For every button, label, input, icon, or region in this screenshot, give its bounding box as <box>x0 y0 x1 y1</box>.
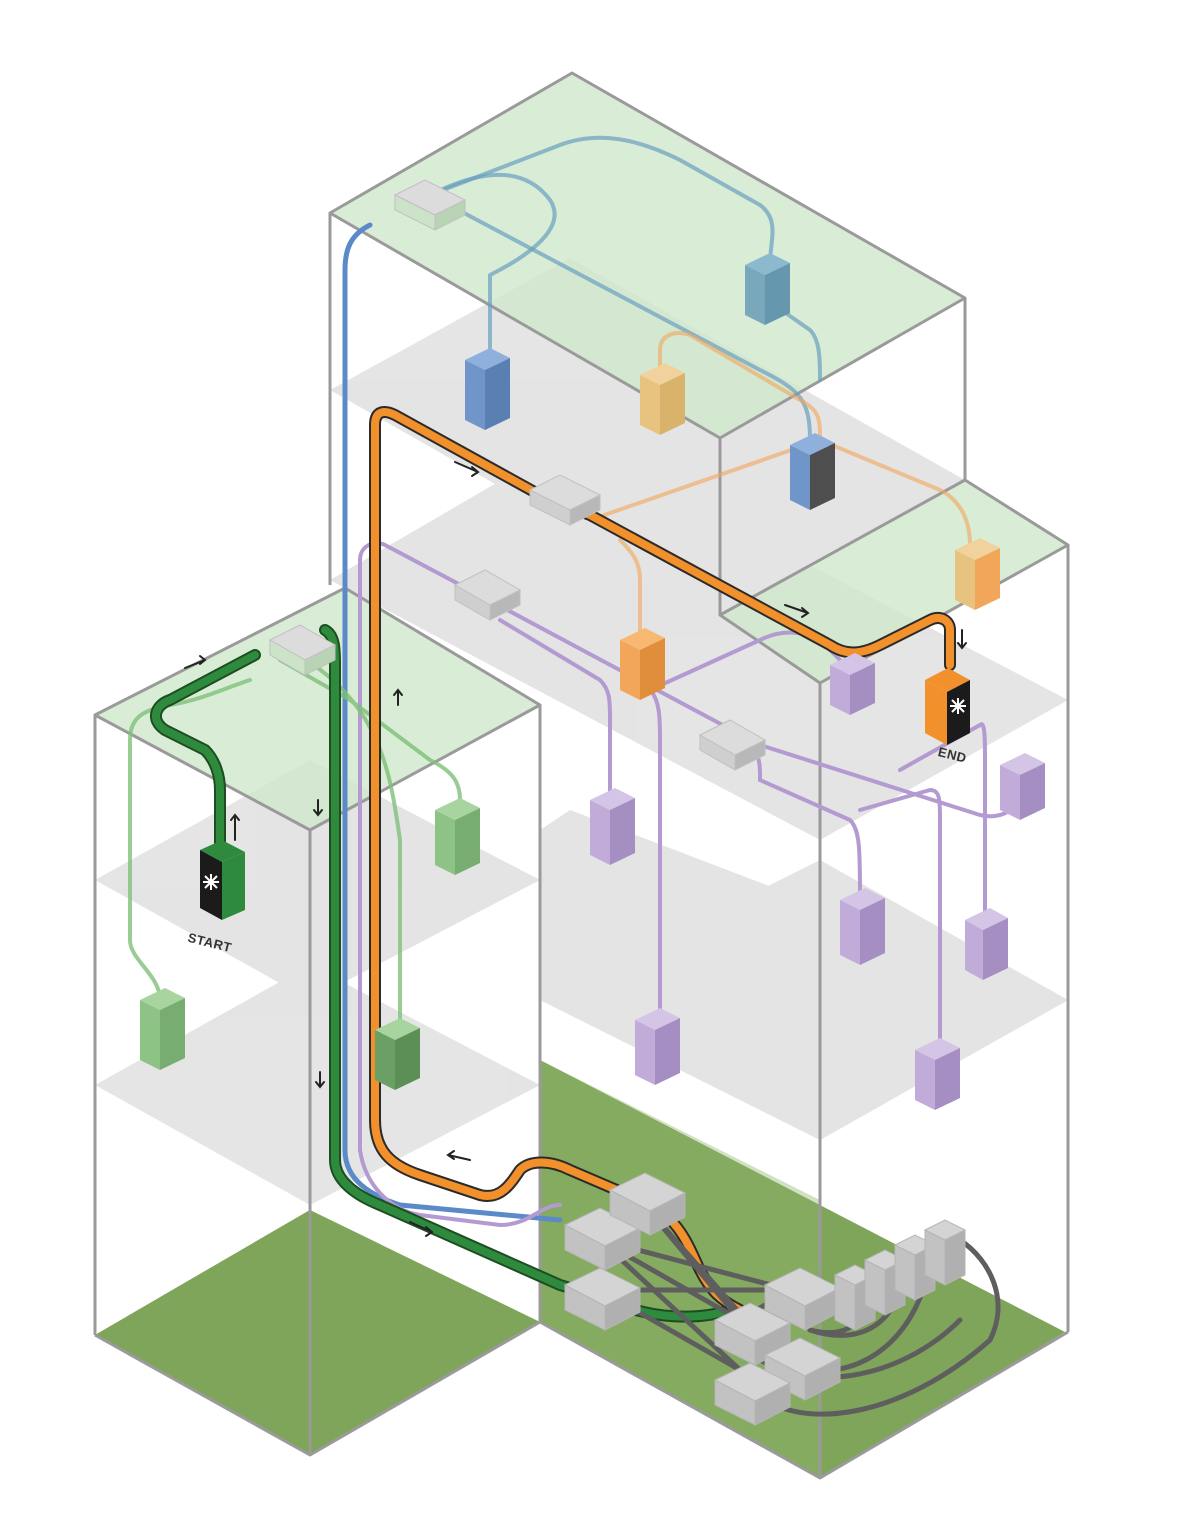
outlet-green <box>140 988 185 1070</box>
switch-unit <box>713 1362 792 1426</box>
rack-unit <box>923 1219 967 1286</box>
outlet-blue <box>465 348 510 430</box>
outlet-purple <box>590 788 635 865</box>
outlet-purple <box>830 653 875 715</box>
switch-unit <box>763 1337 842 1401</box>
end-terminal-icon <box>950 698 966 714</box>
end-label: END <box>937 744 969 766</box>
wall-outlets <box>140 253 1045 1110</box>
start-terminal-icon <box>203 874 219 890</box>
orange-route-cable <box>369 406 956 1316</box>
outlet-purple <box>965 908 1008 980</box>
start-terminal: START <box>186 840 245 955</box>
outlet-purple <box>915 1038 960 1110</box>
roof-left-wing <box>95 588 540 830</box>
switch-unit <box>563 1207 642 1271</box>
outlet-blue <box>790 433 835 510</box>
building-edges <box>93 71 1070 1480</box>
switch-units <box>563 1172 967 1426</box>
roof-top-tower <box>330 73 965 438</box>
switch-unit <box>563 1267 642 1331</box>
outlet-green <box>375 1018 420 1090</box>
switch-unit <box>608 1172 687 1236</box>
outlet-purple <box>840 888 885 965</box>
outlet-purple <box>635 1008 680 1085</box>
outlet-blue <box>745 253 790 325</box>
direction-arrow-icon <box>184 461 967 1237</box>
switch-unit <box>713 1302 792 1366</box>
end-terminal: END <box>925 668 970 766</box>
outlet-green <box>435 798 480 875</box>
junction-boxes <box>268 179 767 771</box>
outlet-purple <box>1000 753 1045 820</box>
light-orange-cables <box>588 331 972 642</box>
outlet-orange <box>640 363 685 435</box>
outlet-orange <box>955 538 1000 610</box>
outlet-orange <box>620 628 665 700</box>
